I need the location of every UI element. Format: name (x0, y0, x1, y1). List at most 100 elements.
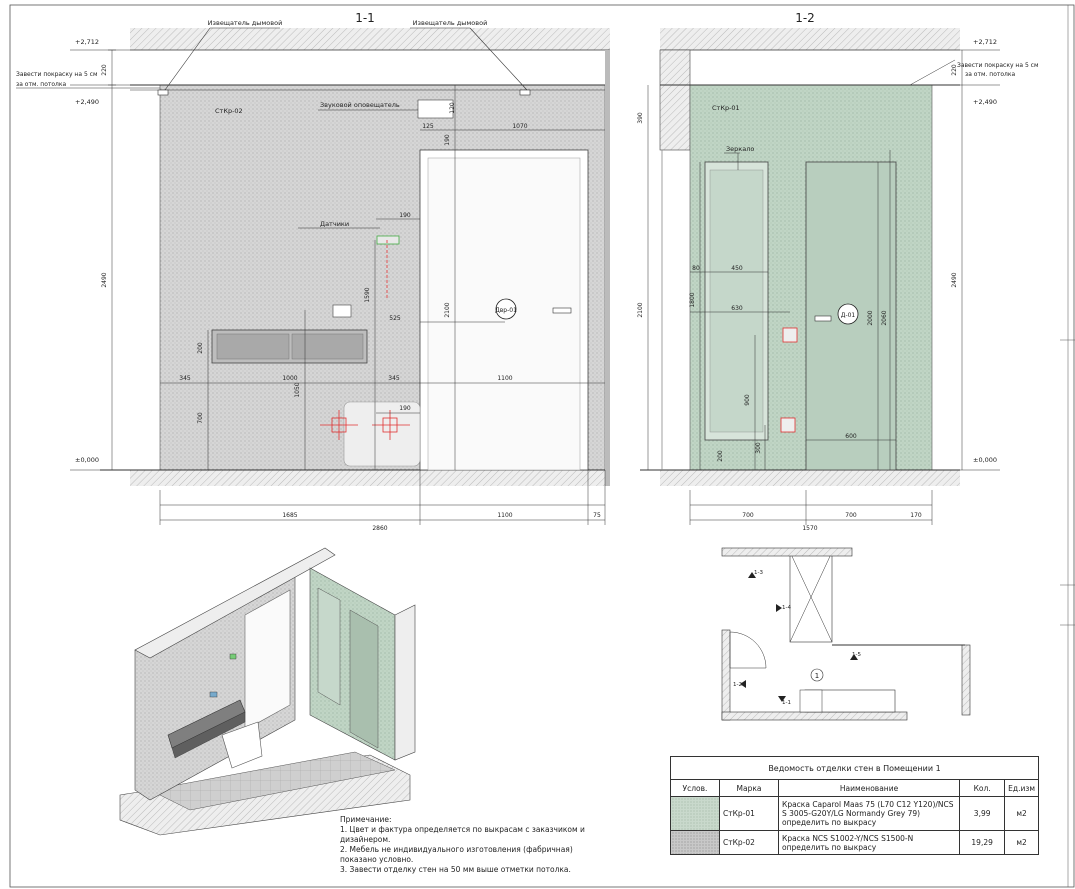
svg-text:190: 190 (444, 134, 451, 146)
sound-alarm (417, 99, 454, 119)
table-cell-qty: 19,29 (959, 830, 1006, 855)
level-floor-left: ±0,000 (75, 456, 99, 464)
iso-floor (149, 751, 396, 811)
socket-right-2 (780, 417, 796, 433)
svg-text:450: 450 (731, 265, 743, 272)
level-ceiling-right: +2,490 (973, 98, 997, 106)
section-1-2: 1-2 Д-01 СтКр-01 Зеркало Завести покраск… (637, 11, 1039, 532)
isometric-view (119, 547, 416, 836)
notes-block: Примечание: 1. Цвет и фактура определяет… (340, 815, 600, 875)
level-top-left: +2,712 (75, 38, 99, 46)
svg-text:1100: 1100 (497, 512, 512, 519)
svg-text:1-4: 1-4 (782, 605, 791, 611)
svg-text:200: 200 (717, 450, 724, 462)
svg-text:1-5: 1-5 (852, 652, 861, 658)
smoke-detector-right (519, 89, 531, 96)
iso-toilet (221, 721, 263, 769)
table-cell-mark: СтКр-01 (719, 796, 779, 831)
svg-text:1070: 1070 (512, 123, 527, 130)
svg-text:1000: 1000 (282, 375, 297, 382)
level-ceiling-left: +2,490 (75, 98, 99, 106)
table-cell-mark: СтКр-02 (719, 830, 779, 855)
label-mirror: Зеркало (726, 145, 754, 153)
note-start-finish-r: Завести покраску на 5 см (957, 62, 1039, 69)
label-sensor: Датчики (320, 220, 349, 228)
svg-text:190: 190 (399, 212, 411, 219)
svg-text:170: 170 (910, 512, 922, 519)
table-header: Услов. (670, 779, 720, 797)
table-cell-name: Краска NCS S1002-Y/NCS S1500-N определит… (777, 830, 961, 855)
svg-text:125: 125 (422, 123, 434, 130)
note-above-ceiling: за отм. потолка (16, 81, 67, 88)
table-cell-unit: м2 (1004, 830, 1039, 855)
smoke-detector-left (157, 89, 169, 96)
table-title: Ведомость отделки стен в Помещении 1 (670, 756, 1039, 780)
note-start-finish: Завести покраску на 5 см (16, 71, 98, 78)
svg-text:700: 700 (742, 512, 754, 519)
section-title-1-1: 1-1 (355, 11, 375, 25)
note-1: 1. Цвет и фактура определяется по выкрас… (340, 825, 585, 844)
label-sound-alarm: Звуковой оповещатель (320, 101, 400, 109)
svg-text:80: 80 (692, 265, 700, 272)
svg-text:75: 75 (593, 512, 601, 519)
table-cell-name: Краска Caparol Maas 75 (L70 C12 Y120)/NC… (777, 796, 961, 831)
svg-text:345: 345 (388, 375, 400, 382)
plan-view: 1 1-3 1-1 1-5 1-4 1-2 (721, 547, 971, 721)
svg-text:630: 630 (731, 305, 743, 312)
table-header: Наименование (777, 779, 961, 797)
level-floor-right: ±0,000 (973, 456, 997, 464)
svg-text:2060: 2060 (881, 310, 888, 325)
svg-text:220: 220 (951, 64, 958, 76)
svg-text:1050: 1050 (294, 382, 301, 397)
svg-text:300: 300 (755, 442, 762, 454)
svg-text:2490: 2490 (951, 272, 958, 287)
sheet-frame (9, 4, 1075, 888)
plan-door-swing (729, 631, 767, 669)
iso-door-opening (244, 589, 291, 731)
svg-text:1-2: 1-2 (733, 682, 742, 688)
section-1-1: 1-1 Двр-01 (16, 11, 610, 532)
svg-text:2490: 2490 (101, 272, 108, 287)
svg-text:2860: 2860 (372, 525, 387, 532)
switch-block (332, 304, 352, 318)
sensor (376, 235, 400, 245)
svg-text:1-3: 1-3 (754, 570, 763, 576)
svg-text:525: 525 (389, 315, 401, 322)
svg-text:600: 600 (845, 433, 857, 440)
label-smoke-left: Извещатель дымовой (208, 19, 283, 27)
svg-text:Д-01: Д-01 (841, 312, 856, 319)
note-above-ceiling-r: за отм. потолка (965, 71, 1016, 78)
table-row: СтКр-02 Краска NCS S1002-Y/NCS S1500-N о… (670, 830, 1039, 855)
table-header: Ед.изм (1004, 779, 1039, 797)
floor-slab (130, 470, 610, 486)
label-wall-code-left: СтКр-02 (215, 107, 243, 115)
level-top-right: +2,712 (973, 38, 997, 46)
finish-schedule-table: Ведомость отделки стен в Помещении 1 Усл… (670, 756, 1039, 855)
svg-text:1570: 1570 (802, 525, 817, 532)
svg-text:1-1: 1-1 (782, 700, 791, 706)
svg-text:390: 390 (637, 112, 644, 124)
iso-mirror (317, 587, 341, 706)
plan-room-tag (810, 668, 824, 682)
svg-text:1800: 1800 (689, 292, 696, 307)
svg-text:700: 700 (197, 412, 204, 424)
svg-text:2100: 2100 (637, 302, 644, 317)
notes-title: Примечание: (340, 815, 392, 824)
svg-text:220: 220 (101, 64, 108, 76)
table-cell-qty: 3,99 (959, 796, 1006, 831)
table-row: СтКр-01 Краска Caparol Maas 75 (L70 C12 … (670, 796, 1039, 831)
door-tag-right (837, 303, 859, 325)
svg-text:1590: 1590 (364, 287, 371, 302)
svg-text:2100: 2100 (444, 302, 451, 317)
note-3: 3. Завести отделку стен на 50 мм выше от… (340, 865, 571, 874)
svg-text:200: 200 (197, 342, 204, 354)
svg-text:1685: 1685 (282, 512, 297, 519)
svg-text:2000: 2000 (867, 310, 874, 325)
svg-text:1100: 1100 (497, 375, 512, 382)
note-2: 2. Мебель не индивидуального изготовлени… (340, 845, 573, 864)
swatch-stkr-02 (670, 830, 720, 855)
toilet (343, 401, 421, 467)
table-cell-unit: м2 (1004, 796, 1039, 831)
label-smoke-right: Извещатель дымовой (413, 19, 488, 27)
